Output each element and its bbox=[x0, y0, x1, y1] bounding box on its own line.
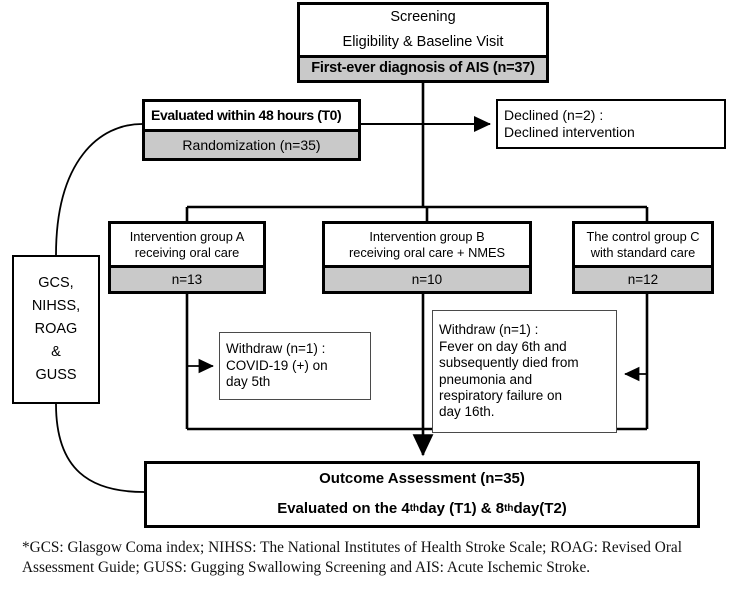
assessment-instruments-box: GCS, NIHSS, ROAG & GUSS bbox=[12, 255, 100, 404]
withdraw-group-a-text: Withdraw (n=1) : COVID-19 (+) on day 5th bbox=[226, 341, 328, 390]
withdraw-group-c-box: Withdraw (n=1) : Fever on day 6th and su… bbox=[432, 310, 617, 433]
intervention-group-a-count: n=13 bbox=[111, 265, 263, 291]
outcome-line2-pre: Evaluated on the 4 bbox=[277, 500, 410, 518]
control-group-c-title: The control group C with standard care bbox=[575, 224, 711, 265]
randomization-title: Evaluated within 48 hours (T0) bbox=[145, 102, 358, 129]
screening-box: Screening Eligibility & Baseline Visit F… bbox=[297, 2, 549, 83]
randomization-count: Randomization (n=35) bbox=[145, 129, 358, 158]
screening-count: First-ever diagnosis of AIS (n=37) bbox=[300, 55, 546, 80]
footnote-abbreviations: *GCS: Glasgow Coma index; NIHSS: The Nat… bbox=[22, 539, 682, 577]
randomization-box: Evaluated within 48 hours (T0) Randomiza… bbox=[142, 99, 361, 161]
withdraw-group-a-box: Withdraw (n=1) : COVID-19 (+) on day 5th bbox=[219, 332, 371, 400]
screening-subtitle: Eligibility & Baseline Visit bbox=[300, 31, 546, 55]
outcome-line2-post: day(T2) bbox=[513, 500, 567, 518]
control-group-c-count: n=12 bbox=[575, 265, 711, 291]
intervention-group-a-title: Intervention group A receiving oral care bbox=[111, 224, 263, 265]
declined-box: Declined (n=2) : Declined intervention bbox=[496, 99, 726, 149]
outcome-assessment-title: Outcome Assessment (n=35) bbox=[147, 464, 697, 494]
outcome-line2-mid: day (T1) & 8 bbox=[419, 500, 505, 518]
intervention-group-b-box: Intervention group B receiving oral care… bbox=[322, 221, 532, 294]
withdraw-group-c-text: Withdraw (n=1) : Fever on day 6th and su… bbox=[439, 322, 579, 420]
intervention-group-b-title: Intervention group B receiving oral care… bbox=[325, 224, 529, 265]
assessment-instruments-text: GCS, NIHSS, ROAG & GUSS bbox=[31, 274, 81, 384]
intervention-group-b-count: n=10 bbox=[325, 265, 529, 291]
screening-title: Screening bbox=[300, 5, 546, 31]
control-group-c-box: The control group C with standard care n… bbox=[572, 221, 714, 294]
outcome-assessment-box: Outcome Assessment (n=35) Evaluated on t… bbox=[144, 461, 700, 528]
declined-text: Declined (n=2) : Declined intervention bbox=[504, 106, 635, 140]
intervention-group-a-box: Intervention group A receiving oral care… bbox=[108, 221, 266, 294]
